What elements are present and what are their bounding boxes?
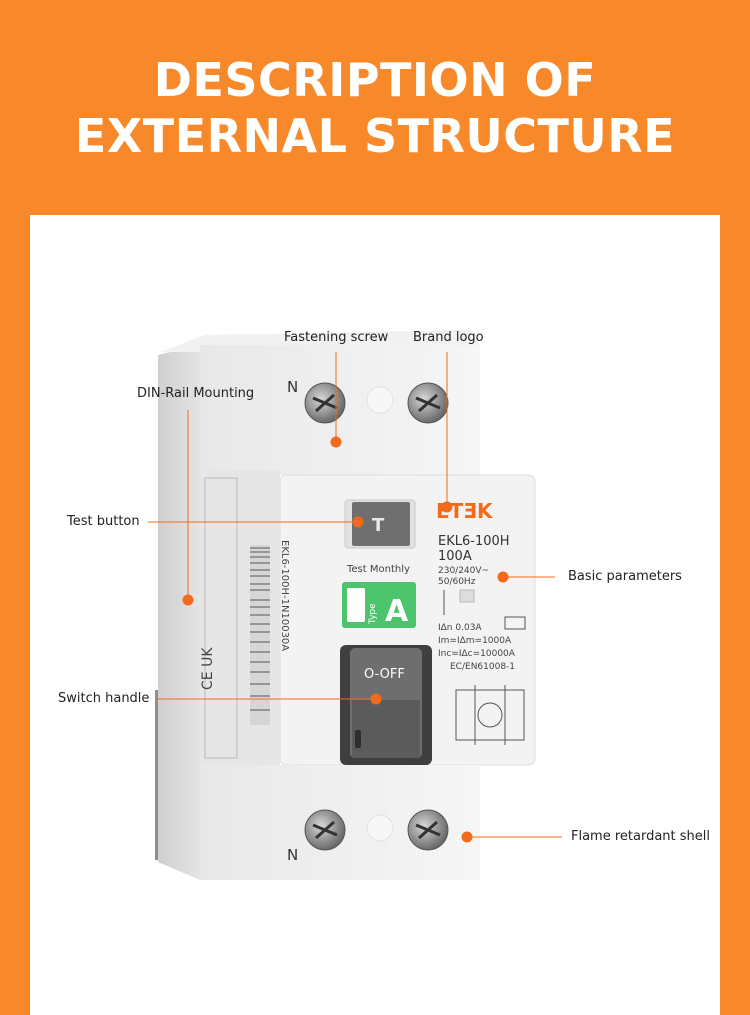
callout-fastening-screw: Fastening screw <box>284 330 389 345</box>
callout-dot-shell <box>461 831 473 843</box>
barcode-lines <box>250 547 270 711</box>
frequency-text: 50/60Hz <box>438 577 476 587</box>
type-word: Type <box>368 603 378 625</box>
switch-handle-text: O-OFF <box>364 667 405 682</box>
callout-dot-brand <box>441 501 453 513</box>
type-letter: A <box>385 594 409 629</box>
inc-text: Inc=IΔc=10000A <box>438 649 516 659</box>
side-label-area <box>204 477 238 759</box>
callout-flame-shell: Flame retardant shell <box>571 829 711 844</box>
callout-din-rail: DIN-Rail Mounting <box>137 386 255 401</box>
callout-dot-din <box>182 594 194 606</box>
model-text: EKL6-100H <box>438 534 510 549</box>
callout-test-button: Test button <box>67 514 140 529</box>
test-button-letter: T <box>372 515 385 536</box>
rating-text: 100A <box>438 549 472 564</box>
title-line-1: DESCRIPTION OF <box>153 53 597 107</box>
screw-hole-top <box>366 386 394 414</box>
side-model-text: EKL6-100H-1N10030A <box>279 540 290 651</box>
callout-brand-logo: Brand logo <box>413 330 484 345</box>
test-monthly-text: Test Monthly <box>346 564 410 575</box>
indicator-window <box>459 589 475 603</box>
standard-text: EC/EN61008-1 <box>450 662 515 672</box>
terminal-top-label: N <box>287 378 298 396</box>
callout-dot-test <box>352 516 364 528</box>
page-title: DESCRIPTION OF EXTERNAL STRUCTURE <box>0 52 750 164</box>
callout-dot-params <box>497 571 509 583</box>
title-line-2: EXTERNAL STRUCTURE <box>74 109 676 163</box>
callout-basic-parameters: Basic parameters <box>568 569 682 584</box>
screw-hole-bottom <box>366 814 394 842</box>
side-marks: CE UK <box>200 647 216 690</box>
callout-dot-fastening <box>330 436 342 448</box>
callout-switch-handle: Switch handle <box>58 691 150 706</box>
type-symbol <box>504 616 526 630</box>
barcode <box>250 545 270 725</box>
im-text: Im=IΔm=1000A <box>438 636 512 646</box>
idn-text: IΔn 0.03A <box>438 623 482 633</box>
voltage-text: 230/240V~ <box>438 566 489 576</box>
test-button <box>352 502 410 546</box>
wiring-diagram <box>455 685 525 745</box>
callout-dot-switch <box>370 693 382 705</box>
side-face <box>158 345 200 880</box>
terminal-bottom-label: N <box>287 846 298 864</box>
